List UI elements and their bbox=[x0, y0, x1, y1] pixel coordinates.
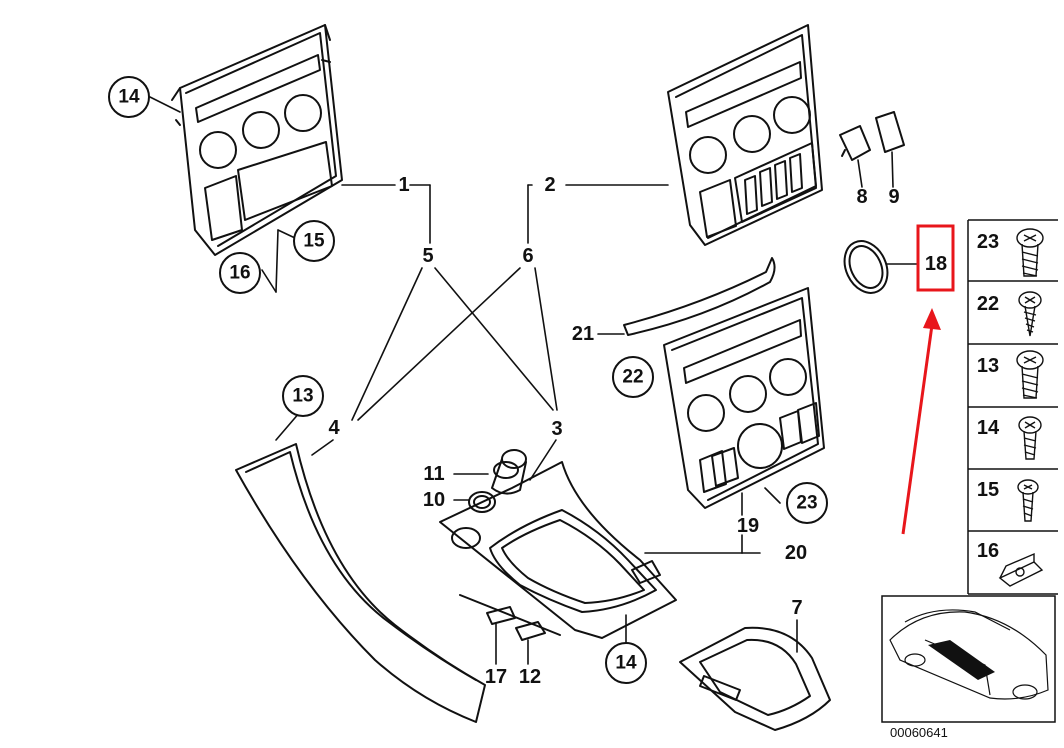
clip-nut-icon bbox=[998, 552, 1044, 587]
center-panel-part-1 bbox=[171, 24, 343, 256]
part-label-21: 21 bbox=[572, 323, 594, 345]
part-label-3: 3 bbox=[551, 418, 562, 440]
part-label-20: 20 bbox=[785, 542, 807, 564]
callout-circle-15 bbox=[293, 220, 335, 262]
callout-15: 15 bbox=[303, 231, 325, 252]
legend-number-4: 15 bbox=[977, 479, 999, 501]
car-location-thumbnail bbox=[881, 595, 1056, 723]
legend-number-5: 16 bbox=[977, 540, 999, 562]
trim-strip-part-21 bbox=[623, 257, 776, 336]
oval-head-screw-icon bbox=[1016, 228, 1044, 277]
highlight-arrowhead bbox=[923, 308, 941, 330]
callout-circle-13 bbox=[282, 375, 324, 417]
callout-circle-14-bottom bbox=[605, 642, 647, 684]
legend-number-0: 23 bbox=[977, 231, 999, 253]
small-screw-icon bbox=[1017, 479, 1039, 522]
callout-14-top: 14 bbox=[118, 87, 140, 108]
callout-23: 23 bbox=[796, 493, 817, 514]
part-label-11: 11 bbox=[423, 463, 444, 485]
part-label-10: 10 bbox=[423, 489, 445, 511]
callout-circle-14-top bbox=[108, 76, 150, 118]
callout-14-bottom: 14 bbox=[615, 653, 637, 674]
part-label-18: 18 bbox=[925, 253, 947, 275]
diagram-code: 00060641 bbox=[890, 725, 948, 740]
callout-16: 16 bbox=[229, 263, 250, 284]
tapping-screw-icon bbox=[1018, 291, 1042, 337]
fastener-legend: 23 22 13 14 15 16 bbox=[967, 219, 1058, 595]
part-label-12: 12 bbox=[519, 666, 541, 688]
bezel-part-7 bbox=[679, 626, 831, 731]
cover-part-8 bbox=[839, 125, 871, 161]
part-label-9: 9 bbox=[888, 186, 899, 208]
center-panel-part-19 bbox=[663, 287, 825, 509]
legend-number-2: 13 bbox=[977, 355, 999, 377]
console-part-3 bbox=[439, 461, 677, 639]
clip-part-12 bbox=[515, 621, 546, 641]
leader-lines bbox=[149, 96, 919, 665]
callout-circle-22 bbox=[612, 356, 654, 398]
highlight-arrow bbox=[901, 324, 934, 535]
part-label-5: 5 bbox=[422, 245, 433, 267]
knob-part-11 bbox=[491, 449, 527, 495]
clip-part-17 bbox=[486, 606, 516, 625]
callout-circle-23 bbox=[786, 482, 828, 524]
side-trim-part-4 bbox=[235, 443, 486, 723]
ring-part-18 bbox=[843, 240, 889, 294]
callout-circle-16 bbox=[219, 252, 261, 294]
part-label-6: 6 bbox=[522, 245, 533, 267]
part-label-7: 7 bbox=[791, 597, 802, 619]
ring-part-10 bbox=[468, 491, 496, 513]
part-label-2: 2 bbox=[544, 174, 555, 196]
part-label-1: 1 bbox=[398, 174, 409, 196]
pan-head-screw-icon bbox=[1018, 416, 1042, 460]
oval-head-screw-icon bbox=[1016, 350, 1044, 399]
highlight-annotation bbox=[901, 224, 955, 535]
legend-number-1: 22 bbox=[977, 293, 999, 315]
part-label-4: 4 bbox=[328, 417, 340, 439]
cover-part-9 bbox=[875, 111, 905, 153]
legend-number-3: 14 bbox=[977, 417, 1000, 439]
part-label-8: 8 bbox=[856, 186, 867, 208]
center-panel-part-2 bbox=[667, 24, 823, 246]
part-label-19: 19 bbox=[737, 515, 759, 537]
highlight-box bbox=[916, 224, 955, 292]
callout-13: 13 bbox=[292, 386, 313, 407]
part-label-17: 17 bbox=[485, 666, 507, 688]
callout-22: 22 bbox=[622, 367, 643, 388]
